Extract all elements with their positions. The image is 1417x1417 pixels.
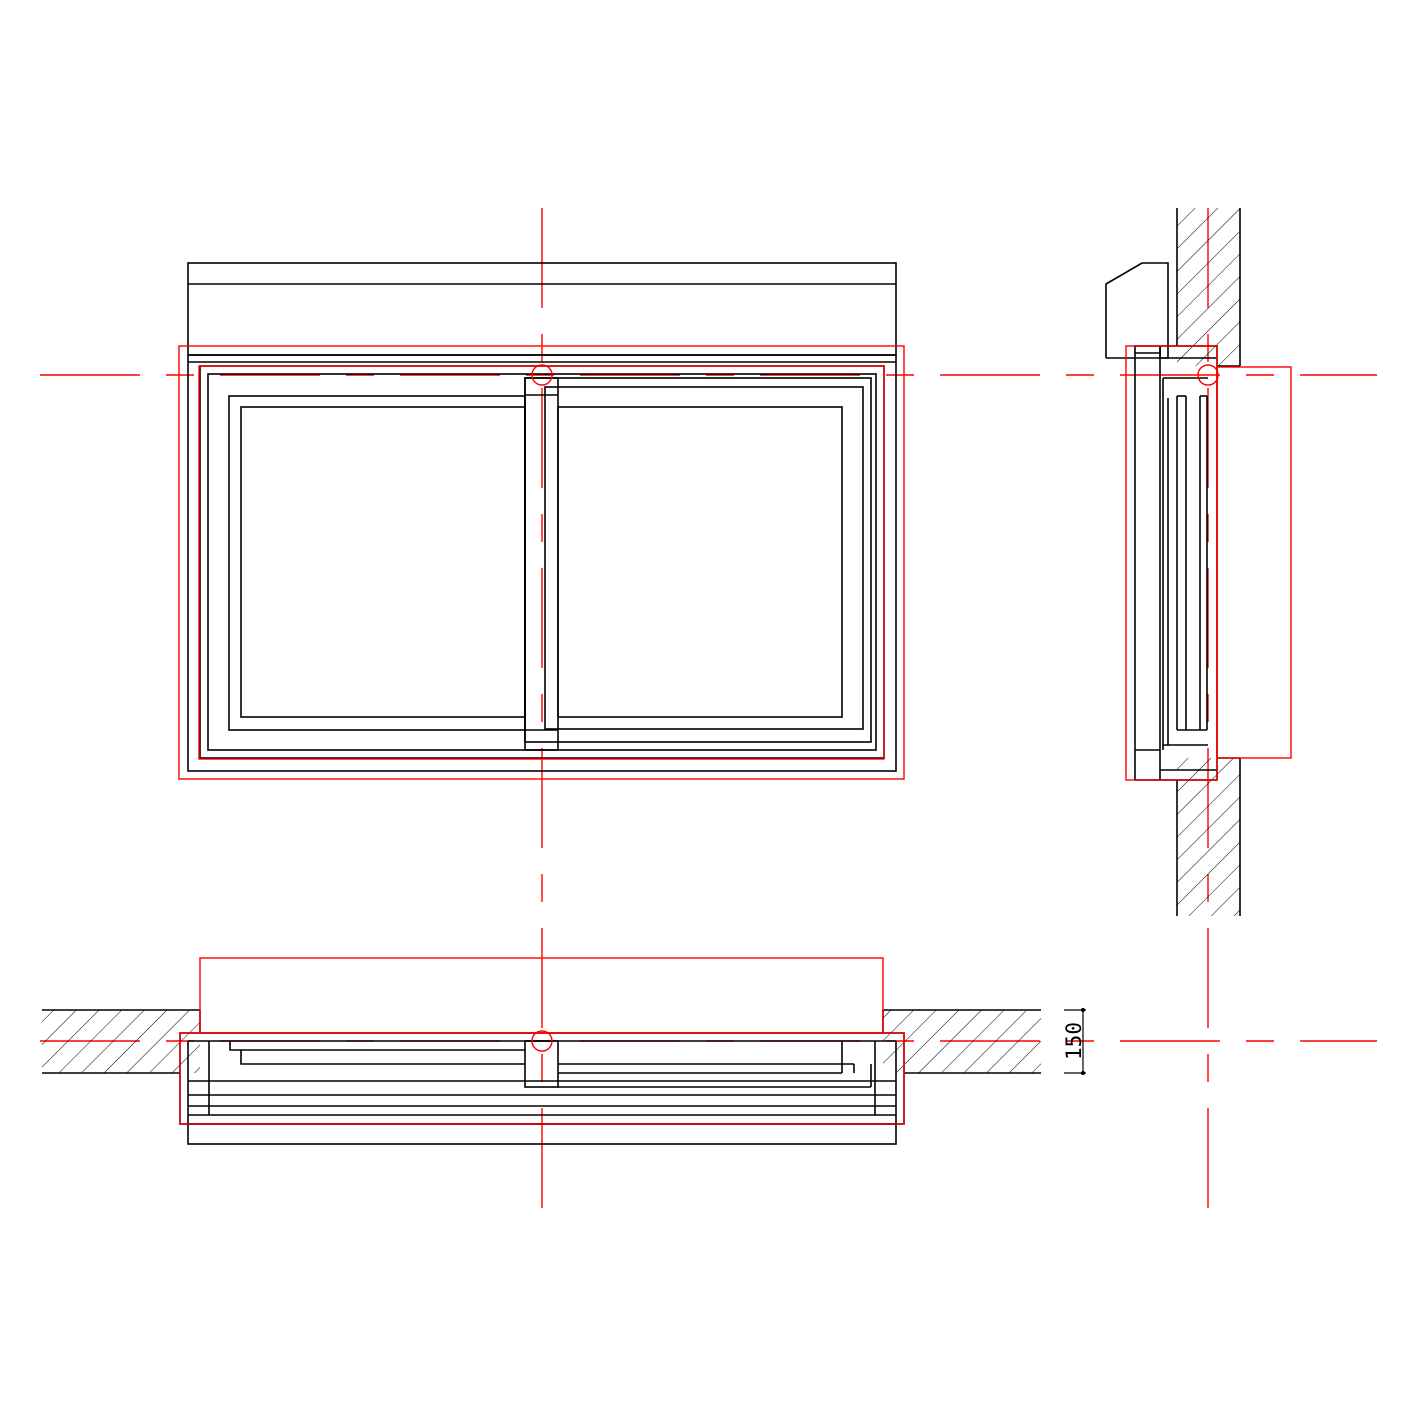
plan-section (42, 957, 1041, 1145)
wall-thickness-dimension: 150 (1062, 1008, 1086, 1075)
vertical-section (1105, 208, 1292, 916)
dimension-label: 150 (1062, 1022, 1086, 1060)
front-elevation (178, 262, 905, 780)
